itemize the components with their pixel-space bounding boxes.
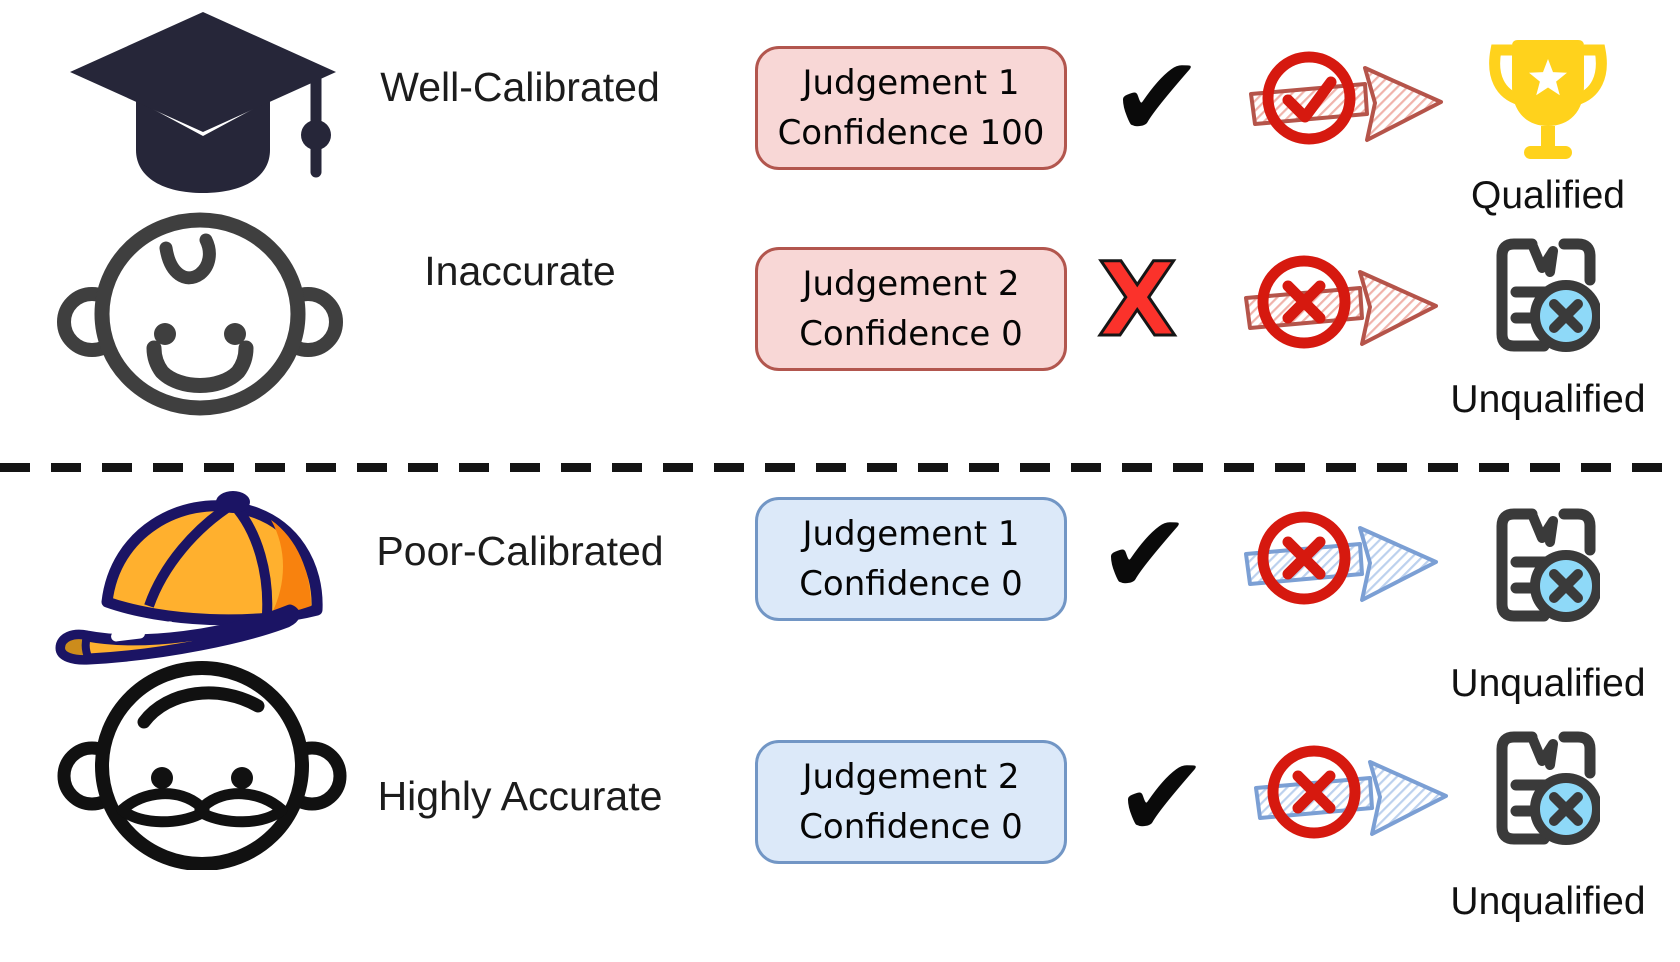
- outcome-label: Qualified: [1471, 174, 1625, 217]
- sketch-arrow-cross-icon: [1254, 745, 1448, 839]
- check-mark-icon: ✔: [1110, 33, 1204, 163]
- rejected-document-icon: [1496, 238, 1600, 352]
- sketch-arrow-cross-icon: [1244, 511, 1438, 605]
- judgement-line: Judgement 2: [802, 264, 1020, 304]
- outcome-label: Unqualified: [1450, 378, 1646, 421]
- circle-cross-badge-icon: [1257, 511, 1351, 605]
- baby-face-icon: [57, 212, 343, 416]
- circle-cross-badge-icon: [1257, 255, 1351, 349]
- sketch-arrow-cross-icon: [1244, 255, 1438, 349]
- judgement-box: Judgement 1 Confidence 100: [755, 46, 1067, 170]
- rejected-document-icon: [1496, 508, 1600, 622]
- circle-cross-badge-icon: [1267, 745, 1361, 839]
- cross-mark-icon: X: [1097, 241, 1179, 360]
- rejected-document-icon: [1496, 731, 1600, 845]
- judgement-box: Judgement 2 Confidence 0: [755, 740, 1067, 864]
- row-label: Well-Calibrated: [380, 64, 660, 110]
- check-mark-icon: ✔: [1115, 733, 1209, 863]
- row-label: Poor-Calibrated: [376, 528, 664, 574]
- outcome-label: Unqualified: [1450, 880, 1646, 923]
- baseball-cap-icon: [55, 491, 323, 665]
- trophy-icon: [1489, 40, 1607, 159]
- judgement-box: Judgement 2 Confidence 0: [755, 247, 1067, 371]
- dashed-divider: [0, 463, 1680, 472]
- judgement-line: Judgement 2: [802, 757, 1020, 797]
- judgement-box: Judgement 1 Confidence 0: [755, 497, 1067, 621]
- confidence-line: Confidence 100: [777, 113, 1045, 153]
- confidence-line: Confidence 0: [799, 314, 1023, 354]
- check-mark-icon: ✔: [1098, 490, 1192, 620]
- mustache-face-icon: [57, 661, 347, 870]
- graduation-cap-icon: [70, 12, 336, 193]
- judgement-line: Judgement 1: [802, 63, 1020, 103]
- confidence-line: Confidence 0: [799, 807, 1023, 847]
- row-label: Inaccurate: [424, 248, 616, 294]
- sketch-arrow-check-icon: [1249, 51, 1443, 145]
- confidence-line: Confidence 0: [799, 564, 1023, 604]
- judgement-line: Judgement 1: [802, 514, 1020, 554]
- circle-check-badge-icon: [1262, 51, 1356, 145]
- outcome-label: Unqualified: [1450, 662, 1646, 705]
- row-label: Highly Accurate: [377, 773, 663, 819]
